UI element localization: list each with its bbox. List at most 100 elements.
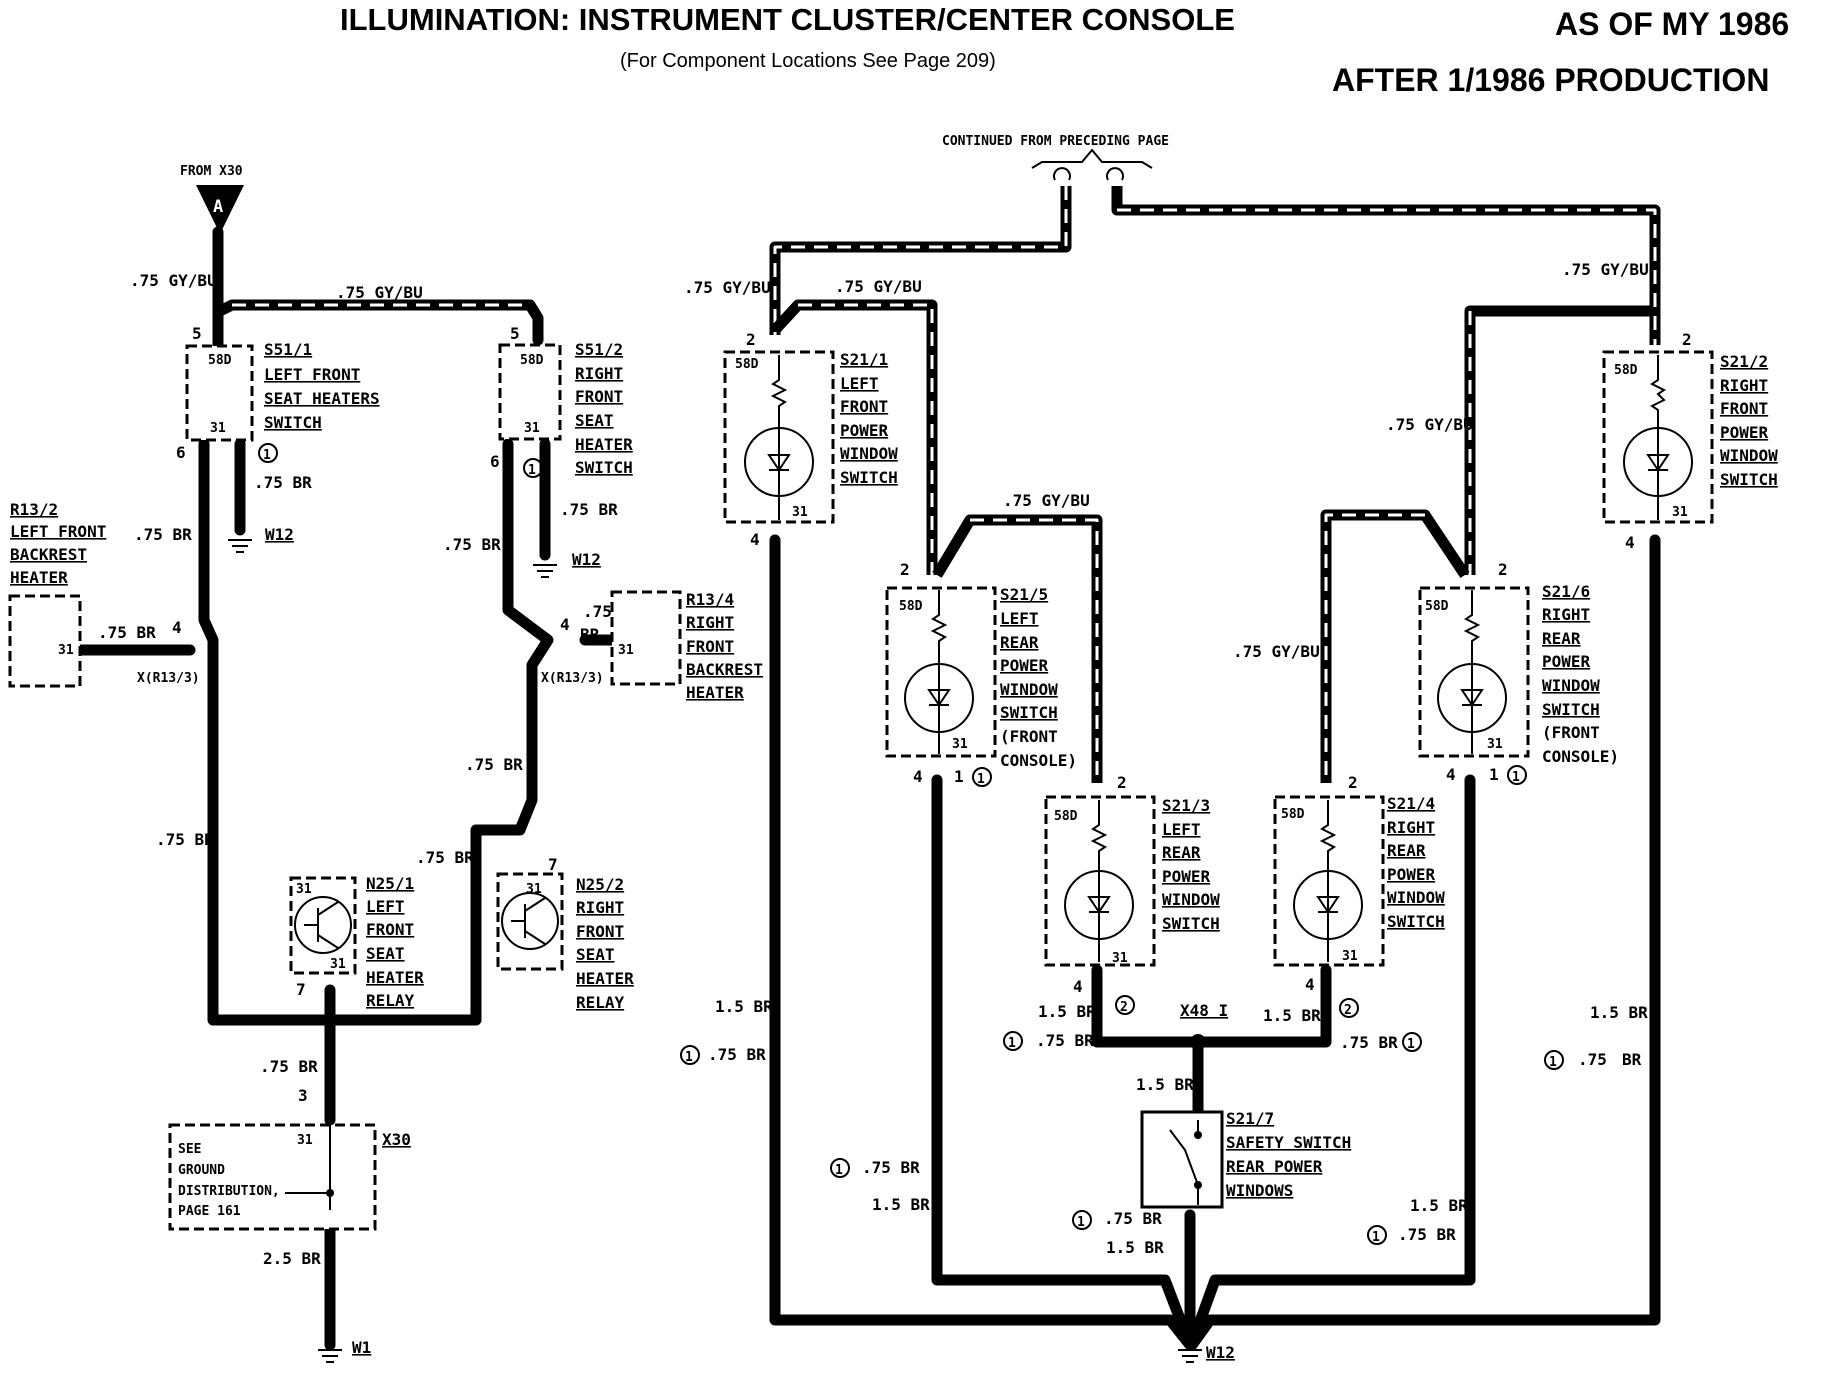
svg-text:4: 4	[560, 615, 570, 634]
n25-1-label: N25/1 LEFT FRONT SEAT HEATER RELAY	[366, 874, 424, 1010]
svg-text:.75 GY/BU: .75 GY/BU	[336, 283, 423, 302]
svg-text:1: 1	[1407, 1037, 1415, 1052]
svg-text:.75 GY/BU: .75 GY/BU	[1562, 260, 1649, 279]
svg-text:.75 GY/BU: .75 GY/BU	[1233, 642, 1320, 661]
right-wires	[769, 186, 1661, 1351]
svg-text:2: 2	[746, 330, 756, 349]
svg-text:SEAT: SEAT	[575, 411, 614, 430]
svg-text:SEAT: SEAT	[366, 944, 405, 963]
svg-text:58D: 58D	[1281, 807, 1305, 822]
svg-text:4: 4	[913, 767, 923, 786]
svg-text:SWITCH: SWITCH	[1542, 700, 1600, 719]
svg-text:REAR: REAR	[1000, 633, 1039, 652]
svg-text:4: 4	[750, 530, 760, 549]
svg-text:S21/7: S21/7	[1226, 1109, 1274, 1128]
svg-text:RIGHT: RIGHT	[576, 898, 624, 917]
svg-text:BR: BR	[1622, 1050, 1642, 1069]
r13-2-box	[8, 594, 82, 688]
svg-text:1.5 BR: 1.5 BR	[1106, 1238, 1164, 1257]
svg-text:POWER: POWER	[1387, 865, 1436, 884]
svg-text:S51/2: S51/2	[575, 340, 623, 359]
s21-7-label: S21/7 SAFETY SWITCH REAR POWER WINDOWS	[1226, 1109, 1351, 1200]
svg-text:7: 7	[296, 980, 306, 999]
svg-text:1: 1	[835, 1163, 843, 1178]
svg-text:2: 2	[900, 560, 910, 579]
n25-1-box	[289, 876, 357, 975]
svg-text:S21/3: S21/3	[1162, 796, 1210, 815]
svg-text:FRONT: FRONT	[576, 922, 624, 941]
svg-text:S51/1: S51/1	[264, 340, 312, 359]
svg-text:W1: W1	[352, 1338, 371, 1357]
svg-text:SEAT HEATERS: SEAT HEATERS	[264, 389, 380, 408]
svg-text:FROM X30: FROM X30	[180, 164, 243, 179]
svg-text:WINDOW: WINDOW	[1000, 680, 1058, 699]
svg-text:31: 31	[1487, 737, 1503, 752]
left-labels: .75 GY/BU .75 GY/BU 5 5 58D 58D 31 31 6 …	[58, 271, 634, 1357]
svg-text:X(R13/3): X(R13/3)	[137, 671, 200, 686]
lamp-icon	[904, 590, 974, 754]
svg-text:FRONT: FRONT	[686, 637, 734, 656]
svg-text:1: 1	[1549, 1055, 1557, 1070]
svg-text:1: 1	[528, 463, 536, 478]
svg-text:4: 4	[1625, 533, 1635, 552]
r13-4-box	[610, 590, 682, 686]
svg-text:HEATER: HEATER	[576, 969, 634, 988]
svg-text:3: 3	[298, 1086, 308, 1105]
svg-text:31: 31	[58, 643, 74, 658]
svg-text:.75 BR: .75 BR	[1104, 1209, 1162, 1228]
svg-text:1.5 BR: 1.5 BR	[1136, 1075, 1194, 1094]
svg-text:31: 31	[1342, 949, 1358, 964]
svg-text:.75 BR: .75 BR	[254, 473, 312, 492]
svg-text:R13/4: R13/4	[686, 590, 734, 609]
svg-text:5: 5	[192, 324, 202, 343]
svg-text:.75 BR: .75 BR	[98, 623, 156, 642]
x30-box	[168, 1123, 377, 1231]
ground-icon	[228, 539, 252, 553]
svg-text:58D: 58D	[1614, 363, 1638, 378]
svg-text:WINDOW: WINDOW	[1720, 446, 1778, 465]
svg-text:S21/4: S21/4	[1387, 794, 1435, 813]
svg-text:31: 31	[526, 882, 542, 897]
switch-contact-icon	[1169, 1120, 1202, 1205]
svg-text:FRONT: FRONT	[575, 387, 623, 406]
s21-3-label: S21/3 LEFT REAR POWER WINDOW SWITCH	[1162, 796, 1220, 933]
svg-text:1.5 BR: 1.5 BR	[715, 997, 773, 1016]
svg-text:HEATER: HEATER	[575, 435, 633, 454]
svg-text:WINDOW: WINDOW	[840, 444, 898, 463]
svg-text:N25/1: N25/1	[366, 874, 414, 893]
svg-text:1: 1	[977, 772, 985, 787]
svg-text:RIGHT: RIGHT	[686, 613, 734, 632]
svg-text:1: 1	[954, 767, 964, 786]
lamp-icon	[1064, 800, 1134, 962]
svg-text:1: 1	[263, 448, 271, 463]
s21-5-label: S21/5 LEFT REAR POWER WINDOW SWITCH (FRO…	[1000, 585, 1077, 770]
svg-text:1.5 BR: 1.5 BR	[1263, 1006, 1321, 1025]
svg-text:R13/2: R13/2	[10, 500, 58, 519]
svg-text:31: 31	[297, 1133, 313, 1148]
svg-text:LEFT: LEFT	[1000, 609, 1039, 628]
svg-text:2.5 BR: 2.5 BR	[263, 1249, 321, 1268]
svg-text:2: 2	[1348, 773, 1358, 792]
svg-text:LEFT: LEFT	[1162, 820, 1201, 839]
svg-text:RIGHT: RIGHT	[1542, 605, 1590, 624]
svg-text:.75 BR: .75 BR	[1340, 1033, 1398, 1052]
svg-text:2: 2	[1120, 1000, 1128, 1015]
svg-text:REAR POWER: REAR POWER	[1226, 1157, 1323, 1176]
lamp-icon	[1623, 355, 1693, 520]
svg-text:RIGHT: RIGHT	[1387, 818, 1435, 837]
ground-icon	[533, 564, 557, 578]
svg-text:CONSOLE): CONSOLE)	[1542, 747, 1619, 766]
svg-text:S21/6: S21/6	[1542, 582, 1590, 601]
svg-text:1: 1	[1008, 1036, 1016, 1051]
svg-text:REAR: REAR	[1542, 629, 1581, 648]
svg-text:1: 1	[1372, 1230, 1380, 1245]
svg-text:REAR: REAR	[1387, 841, 1426, 860]
svg-text:POWER: POWER	[1542, 652, 1591, 671]
svg-text:58D: 58D	[520, 353, 544, 368]
svg-text:GROUND: GROUND	[178, 1163, 225, 1178]
svg-text:31: 31	[1672, 505, 1688, 520]
svg-text:W12: W12	[1206, 1343, 1235, 1362]
svg-text:SEAT: SEAT	[576, 945, 615, 964]
svg-text:N25/2: N25/2	[576, 875, 624, 894]
